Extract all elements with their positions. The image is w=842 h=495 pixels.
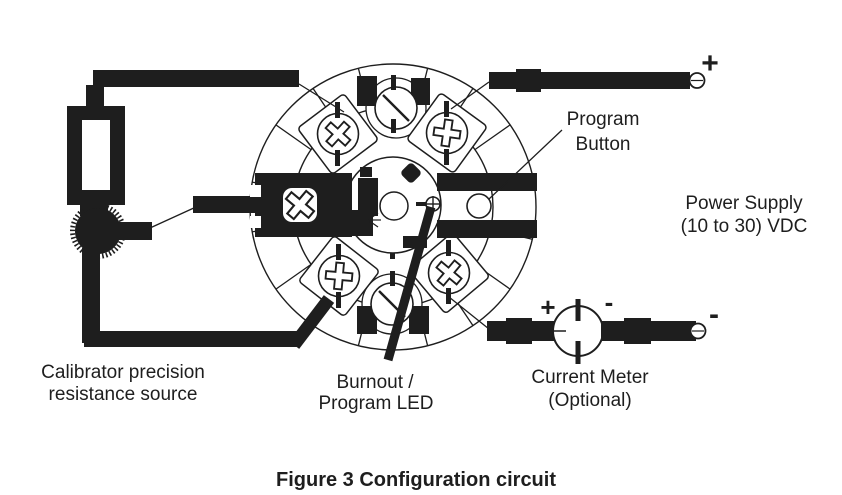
label-burnout-led-line1: Burnout / [336,372,414,393]
right-signal-bar-upper [437,173,537,191]
slotted-terminal-top [357,75,430,139]
bottom-loop-wire-horizontal [84,331,299,347]
figure-caption: Figure 3 Configuration circuit [276,469,556,491]
leader-supply-to-terminal [450,81,490,110]
left-terminal-assembly [193,167,381,237]
alignment-tick [335,150,340,166]
alignment-tick [390,271,395,286]
supply-negative-symbol: - [709,298,719,331]
label-program-button-line2: Button [576,134,631,155]
label-calibrator-line2: resistance source [49,384,198,405]
contact-burst-mark [367,212,381,230]
phillips-terminal-upper-left [298,94,378,174]
power-supply-wire [489,69,706,92]
calibrator-loop-wiring [67,70,335,349]
wire-connector-sleeve [516,69,541,92]
right-signal-bar-lower [437,220,537,238]
terminal-clamp-block [357,76,377,106]
label-calibrator-line1: Calibrator precision [41,362,205,383]
terminal-clamp-block [357,306,377,334]
leader-top-wire-to-terminal [298,83,345,113]
bottom-loop-wire-diagonal [288,295,335,349]
top-loop-wire [93,70,299,87]
block-notch [250,216,261,228]
resistor-neck-top [86,85,104,110]
hub-side-terminal [342,210,373,236]
phillips-terminal-lower-right [409,233,489,313]
label-power-supply-line1: Power Supply [685,193,803,214]
label-program-button-line1: Program [567,109,640,130]
leader-burnout-led [383,205,436,362]
meter-negative-symbol: - [605,287,614,317]
alignment-tick [335,102,340,118]
phillips-terminal-upper-right [407,93,487,173]
current-meter-branch [487,299,707,364]
bottom-loop-wire-vertical [82,248,100,343]
polarity-symbols: + - + - [540,47,719,331]
terminal-nub [360,167,372,177]
label-power-supply-line2: (10 to 30) VDC [681,216,808,237]
knob-output-stub [115,222,152,240]
resistor-symbol [67,106,125,205]
diagram-labels: Program Button Power Supply (10 to 30) V… [41,109,807,414]
alignment-tick [444,149,449,165]
label-current-meter-line2: (Optional) [548,390,631,411]
hub-center-hole [379,191,409,221]
program-button [466,193,492,219]
meter-positive-symbol: + [540,292,555,322]
block-notch [250,185,261,197]
alignment-tick [444,101,449,117]
alignment-tick [391,119,396,133]
hub-index-mark [401,163,421,183]
transmitter-head [193,63,537,351]
phillips-terminal-lower-left [299,236,379,316]
wire-connector-sleeve [624,318,651,344]
left-wire-stub [193,196,268,213]
label-current-meter-line1: Current Meter [531,367,649,388]
alignment-tick [336,244,341,260]
wire-connector-sleeve [506,318,532,344]
hub-side-terminal [358,178,378,216]
leader-program-button [488,129,563,200]
leader-knob-to-stub [149,206,197,229]
terminal-clamp-block [409,306,429,334]
alignment-tick [446,240,451,256]
label-burnout-led-line2: Program LED [318,393,433,414]
terminal-clamp-block [411,78,430,105]
leader-meter-to-terminal [448,296,490,330]
alignment-tick [391,75,396,90]
alignment-tick [446,288,451,304]
screw-slot [382,94,410,122]
leader-lines [149,81,563,330]
supply-positive-symbol: + [701,47,719,80]
alignment-tick [336,292,341,308]
